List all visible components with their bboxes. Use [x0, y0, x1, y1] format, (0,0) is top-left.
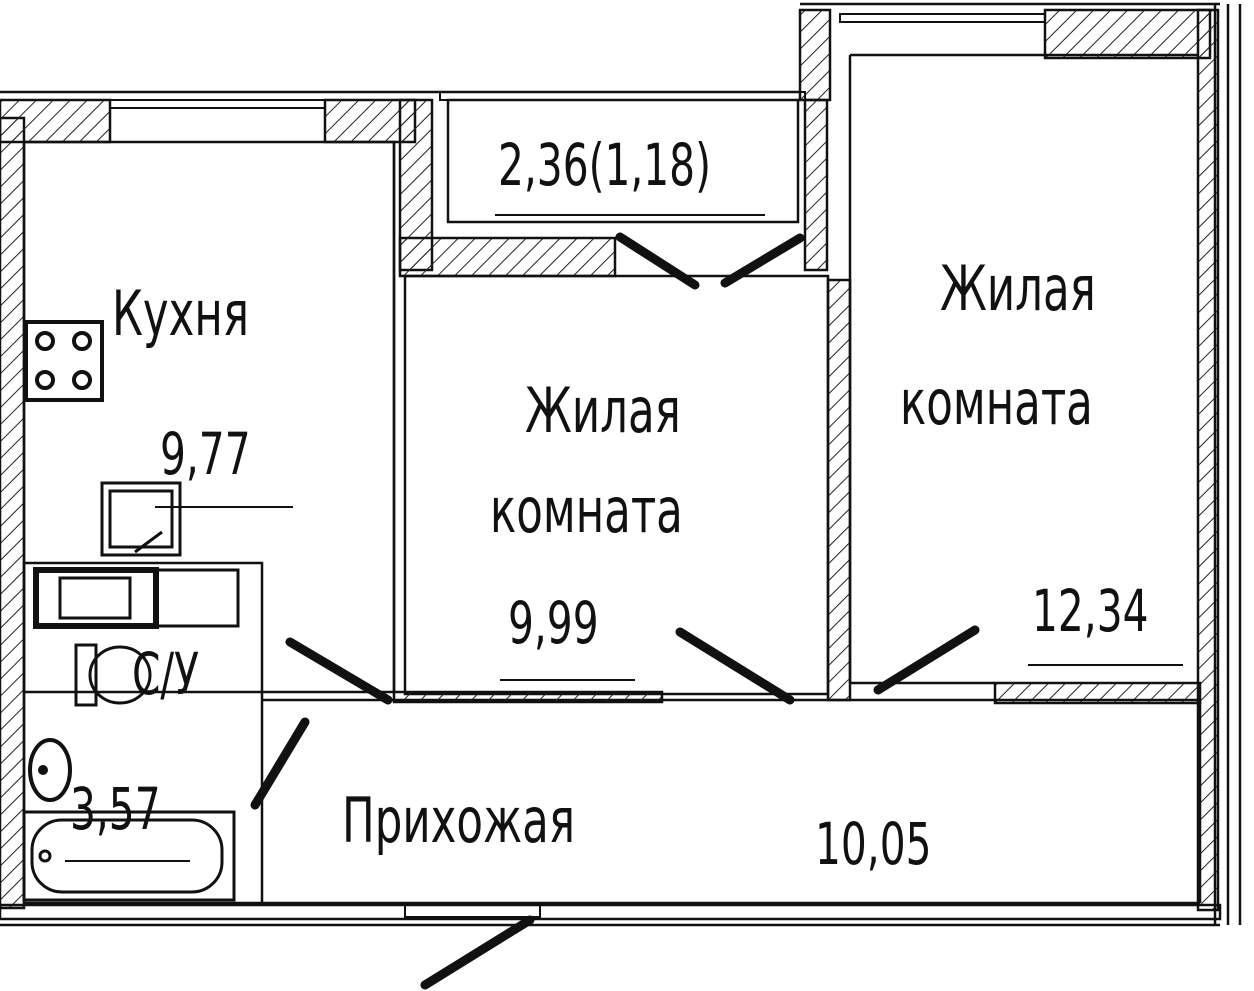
doors — [250, 232, 980, 990]
room2-name-line1: Жилая — [940, 252, 1096, 325]
room2-name-line2: комната — [900, 366, 1093, 439]
balcony — [446, 98, 800, 224]
stove-icon — [24, 320, 104, 402]
bathroom-area: 3,57 — [70, 775, 161, 843]
kitchen-area: 9,77 — [160, 420, 251, 488]
kitchen-sink-icon — [100, 481, 182, 557]
room2-area-underline — [1028, 664, 1183, 666]
washbasin-icon — [28, 738, 72, 802]
kitchen-name: Кухня — [112, 277, 249, 350]
entrance — [404, 904, 541, 918]
bathroom-area-underline — [65, 860, 190, 862]
room1-name-line2: комната — [490, 474, 683, 547]
bathtub-icon — [22, 810, 236, 902]
room2-area: 12,34 — [1032, 577, 1149, 645]
washer-icon — [33, 567, 240, 629]
room1-area: 9,99 — [508, 589, 599, 657]
room1-area-underline — [500, 679, 635, 681]
interior-walls — [22, 140, 1202, 905]
balcony-area: 2,36(1,18) — [498, 131, 711, 199]
hallway-name: Прихожая — [342, 784, 576, 857]
room1-name-line1: Жилая — [525, 374, 681, 447]
toilet-icon — [74, 643, 152, 707]
windows — [109, 13, 1046, 109]
bathroom-name: С/У — [132, 640, 199, 708]
kitchen-area-underline — [155, 506, 293, 508]
hallway-area: 10,05 — [815, 810, 932, 878]
outline-lines — [0, 2, 1242, 927]
balcony-area-underline — [495, 214, 765, 216]
